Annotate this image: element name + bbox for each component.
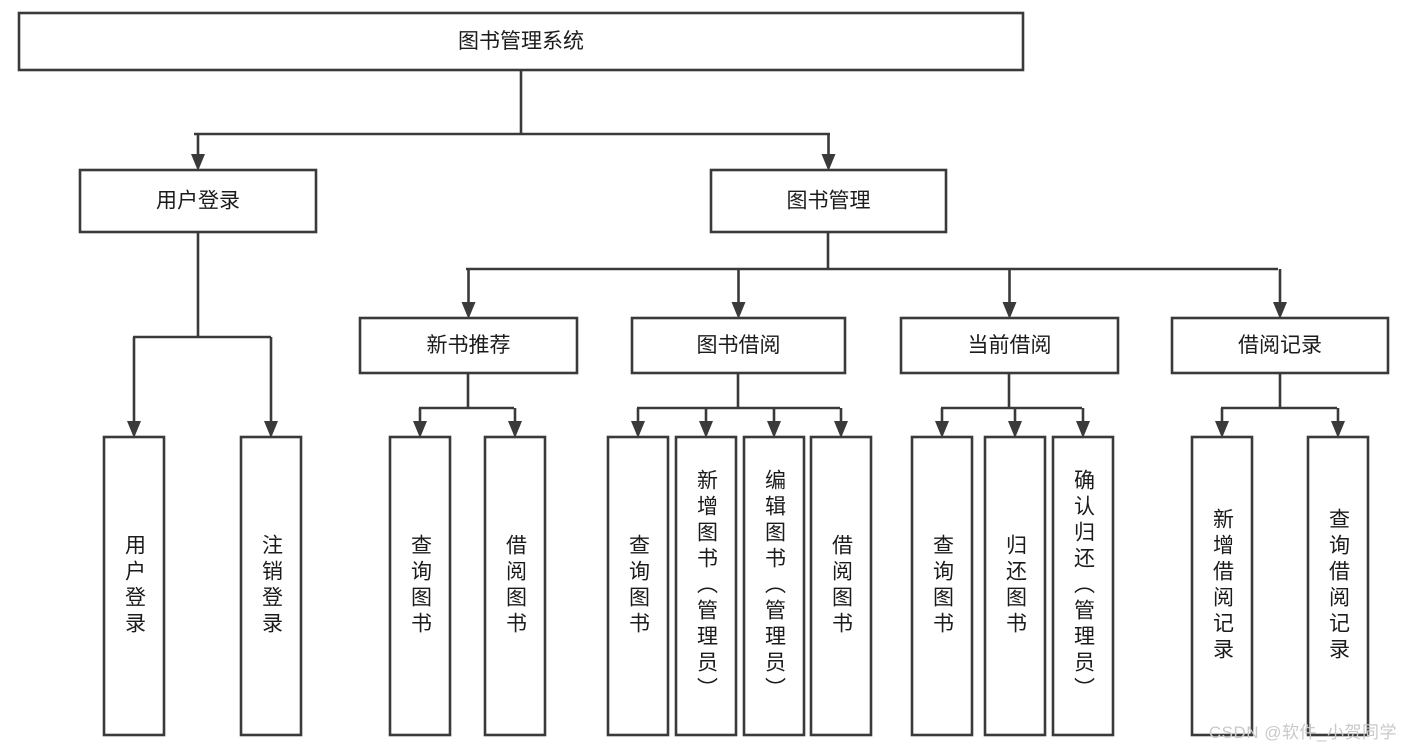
arrow-to-leaf-borrow-book-2	[834, 408, 848, 438]
leaf-box-leaf-logout-login[interactable]	[239, 435, 303, 737]
arrow-to-borrow-record	[1273, 269, 1287, 319]
connector-layer	[127, 70, 1345, 438]
node-label-book-borrow: 图书借阅	[697, 334, 781, 357]
node-box-book-manage[interactable]	[709, 168, 948, 234]
connector-bus-user-login	[133, 232, 271, 339]
arrow-to-leaf-confirm-return-admin	[1076, 408, 1090, 438]
arrow-to-leaf-edit-book-admin	[767, 408, 781, 438]
arrow-to-leaf-query-book-3	[935, 408, 949, 438]
node-box-user-login[interactable]	[78, 168, 318, 234]
arrow-to-current-borrow	[1002, 269, 1017, 319]
arrow-to-leaf-query-book-2	[631, 408, 645, 438]
leaf-box-leaf-borrow-book-2[interactable]	[809, 435, 873, 737]
node-box-root[interactable]	[17, 11, 1025, 72]
arrow-to-leaf-user-login	[127, 337, 141, 438]
connector-bus-book-borrow	[637, 373, 840, 410]
arrow-to-leaf-logout-login	[264, 337, 278, 438]
arrow-to-book-manage	[821, 134, 836, 171]
arrow-to-leaf-add-book-admin	[699, 408, 713, 438]
arrow-to-leaf-query-borrow-record	[1331, 408, 1345, 438]
node-box-layer	[17, 11, 1390, 737]
node-box-book-borrow[interactable]	[630, 316, 847, 375]
node-label-root: 图书管理系统	[458, 30, 584, 53]
arrow-to-leaf-add-borrow-record	[1215, 408, 1229, 438]
leaf-box-leaf-edit-book-admin[interactable]	[742, 435, 806, 737]
leaf-box-leaf-add-book-admin[interactable]	[674, 435, 738, 737]
leaf-box-leaf-return-book[interactable]	[983, 435, 1047, 737]
arrow-to-leaf-query-book-1	[413, 408, 427, 438]
connector-bus-root	[194, 70, 830, 136]
node-label-current-borrow: 当前借阅	[968, 334, 1052, 357]
leaf-box-leaf-query-book-1[interactable]	[388, 435, 452, 737]
arrow-to-leaf-return-book	[1008, 408, 1022, 438]
arrow-to-book-borrow	[731, 269, 746, 319]
arrow-to-new-book-recommend	[461, 269, 476, 319]
connector-bus-book-manage	[466, 232, 1278, 271]
leaf-box-leaf-borrow-book-1[interactable]	[483, 435, 547, 737]
node-box-new-book-recommend[interactable]	[358, 316, 579, 375]
connector-bus-current-borrow	[941, 373, 1082, 410]
node-label-new-book-recommend: 新书推荐	[427, 334, 511, 357]
arrow-to-leaf-borrow-book-1	[508, 408, 522, 438]
leaf-box-leaf-query-borrow-record[interactable]	[1306, 435, 1370, 737]
leaf-box-leaf-user-login[interactable]	[102, 435, 166, 737]
node-box-current-borrow[interactable]	[899, 316, 1120, 375]
connector-bus-new-book	[419, 373, 514, 410]
leaf-box-leaf-query-book-3[interactable]	[910, 435, 974, 737]
leaf-box-leaf-confirm-return-admin[interactable]	[1051, 435, 1115, 737]
arrow-to-user-login	[191, 134, 205, 171]
node-label-book-manage: 图书管理	[787, 190, 871, 213]
node-box-borrow-record[interactable]	[1170, 316, 1390, 375]
leaf-box-leaf-query-book-2[interactable]	[606, 435, 670, 737]
node-label-user-login: 用户登录	[156, 190, 240, 213]
leaf-box-leaf-add-borrow-record[interactable]	[1190, 435, 1254, 737]
node-label-borrow-record: 借阅记录	[1238, 334, 1322, 357]
connector-bus-borrow-record	[1221, 373, 1337, 410]
